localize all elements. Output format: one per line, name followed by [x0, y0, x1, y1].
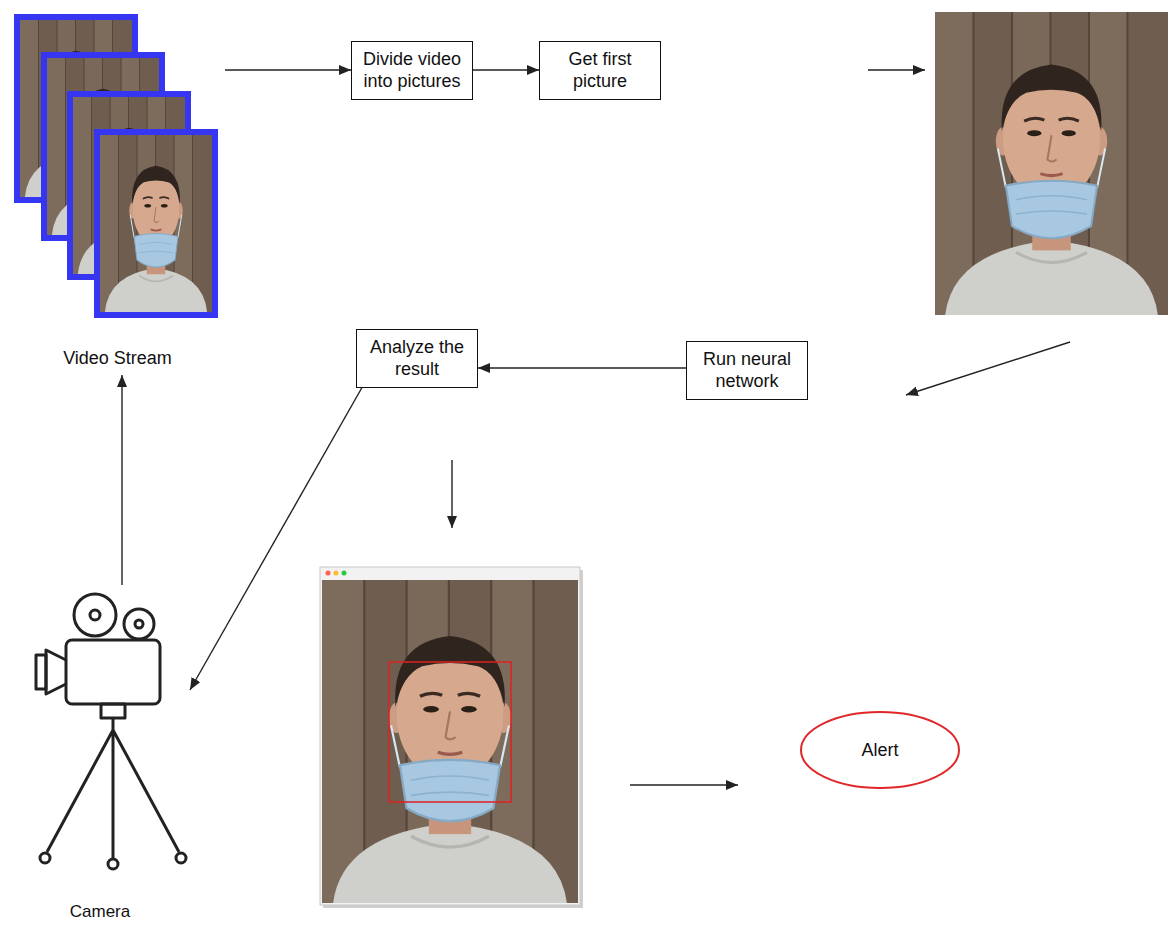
- result-photo: [322, 580, 578, 903]
- tripod-foot: [108, 859, 118, 869]
- camera-reel: [74, 594, 116, 636]
- video-frame-photo: [100, 135, 212, 312]
- process-label: Divide video into pictures: [360, 48, 464, 93]
- ellipse-shape: [801, 712, 959, 788]
- camera-body: [66, 640, 160, 704]
- window-button: [326, 571, 331, 576]
- window-button: [342, 571, 347, 576]
- camera-icon: Camera: [10, 585, 190, 928]
- result-window: [320, 567, 583, 908]
- flow-arrow: [868, 69, 925, 70]
- node-label: Camera: [66, 899, 134, 928]
- flow-arrow: [190, 388, 362, 691]
- picture-arrows: [452, 70, 1070, 785]
- camera-reel-hub: [135, 620, 143, 628]
- process-box: Get first picture: [539, 41, 661, 100]
- camera-drawing: [36, 594, 186, 869]
- flow-arrow: [225, 69, 351, 70]
- camera-lens: [46, 650, 66, 694]
- video-frame: [94, 129, 218, 318]
- tripod-foot: [176, 853, 186, 863]
- process-box: Divide video into pictures: [351, 41, 473, 100]
- camera-reel-hub: [90, 610, 100, 620]
- flow-arrow: [906, 342, 1070, 395]
- node-label: Alert: [861, 739, 898, 762]
- tripod-legs: [47, 718, 179, 858]
- video-stream-stack: Video Stream: [10, 10, 225, 375]
- tripod-head: [101, 704, 125, 718]
- window-button: [334, 571, 339, 576]
- first-picture-photo: [935, 12, 1168, 315]
- flow-arrow: [630, 784, 738, 785]
- alert-ellipse: Alert: [799, 710, 961, 790]
- camera-reel: [124, 609, 154, 639]
- flow-arrow: [451, 460, 452, 528]
- process-label: Run neural network: [695, 348, 799, 393]
- window-frame: [320, 567, 580, 905]
- video-frames: [14, 14, 218, 318]
- flow-arrow: [473, 69, 539, 70]
- process-label: Get first picture: [548, 48, 652, 93]
- node-label: Video Stream: [59, 345, 176, 376]
- flow-arrow: [478, 367, 686, 368]
- camera-lens-cap: [36, 655, 46, 689]
- window-shadow: [323, 570, 583, 908]
- process-box: Analyze the result: [356, 329, 478, 388]
- process-box: Run neural network: [686, 341, 808, 400]
- detection-box: [389, 662, 511, 802]
- flow-arrow: [121, 375, 122, 585]
- tripod-foot: [40, 853, 50, 863]
- process-label: Analyze the result: [365, 336, 469, 381]
